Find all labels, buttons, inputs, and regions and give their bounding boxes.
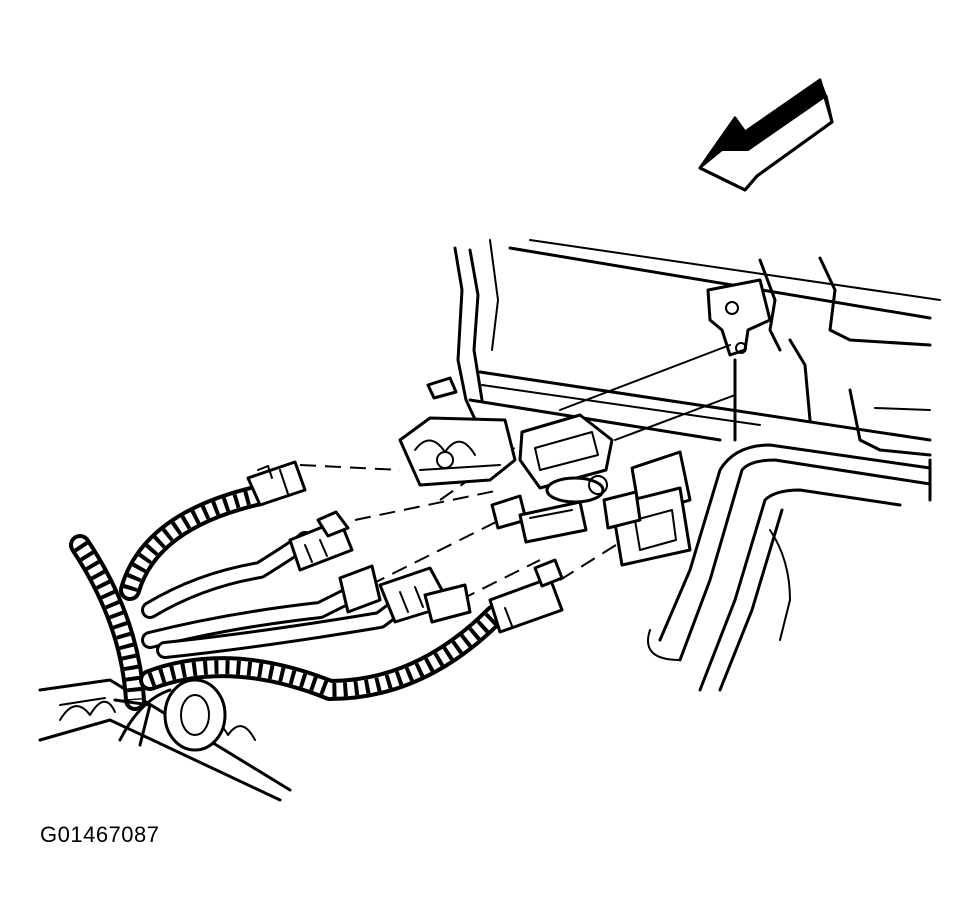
floor-brace <box>38 678 292 802</box>
harness-grommet <box>113 678 227 752</box>
figure-id-label: G01467087 <box>40 822 160 847</box>
connector-c <box>338 564 472 624</box>
connector-d <box>488 558 564 634</box>
connector-a <box>246 460 307 507</box>
dash-panel-structure <box>453 239 941 502</box>
module-connector-large <box>398 416 517 487</box>
mounting-bracket <box>706 278 772 442</box>
dash-pin <box>426 376 458 400</box>
forward-direction-arrow-icon <box>698 78 834 192</box>
support-tube <box>647 443 932 692</box>
mating-terminals <box>490 490 642 544</box>
module-connector-mid <box>518 413 614 504</box>
connector-b <box>288 510 354 572</box>
